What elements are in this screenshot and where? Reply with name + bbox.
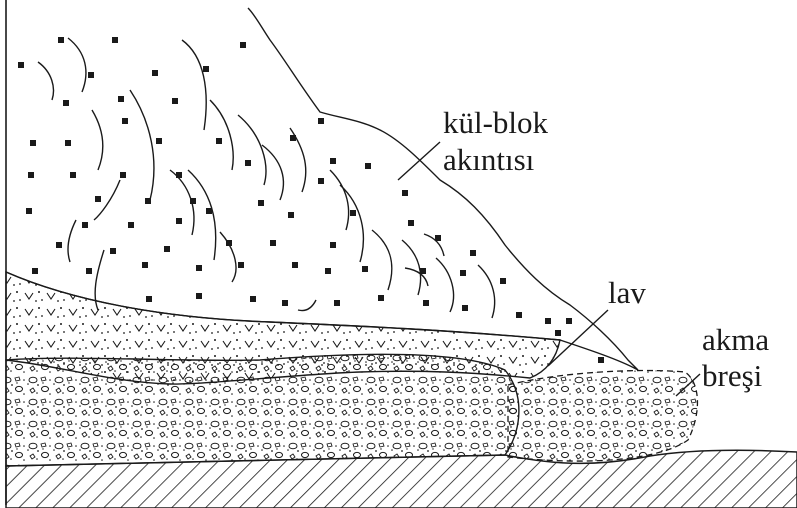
breccia-deposit-akma [508, 371, 697, 462]
lava-layer [6, 272, 560, 384]
label-flow-breccia-line2: breşi [702, 358, 763, 393]
label-ash-block-flow-line2: akıntısı [443, 142, 535, 177]
label-ash-block-flow-line1: kül-blok [443, 105, 549, 140]
flow-arc-strokes [38, 38, 495, 318]
label-flow-breccia-line1: akma [702, 322, 769, 357]
label-lava: lav [608, 275, 646, 310]
